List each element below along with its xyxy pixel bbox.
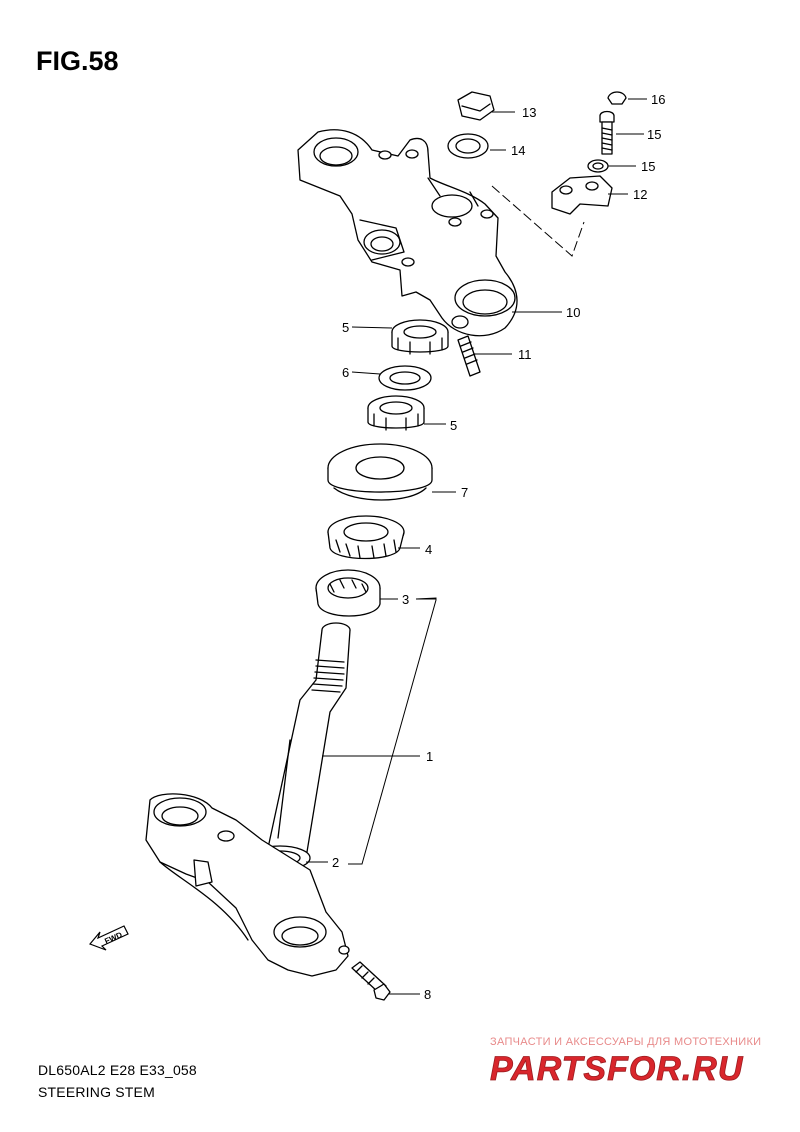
callout-11: 13 xyxy=(522,105,536,120)
bearing-part-4 xyxy=(327,515,405,560)
relation-dashed-line xyxy=(491,185,585,257)
upper-bracket-part-9 xyxy=(297,129,518,337)
bolt-part-8 xyxy=(351,961,391,1001)
cap-part-11 xyxy=(457,91,495,121)
callout-5-lower: 5 xyxy=(450,418,457,433)
bolt-part-10 xyxy=(457,335,481,377)
callout-5-upper: 5 xyxy=(342,320,349,335)
watermark-logo-text: PARTSFOR.RU xyxy=(490,1050,744,1088)
callout-7: 7 xyxy=(461,485,468,500)
holder-part-13 xyxy=(551,175,613,215)
nut-part-5-upper xyxy=(391,319,449,355)
callout-14: 15 xyxy=(647,127,661,142)
bolt-part-14 xyxy=(599,110,615,155)
callout-2: 2 xyxy=(332,855,339,870)
callout-13: 12 xyxy=(633,187,647,202)
figure-title: FIG.58 xyxy=(36,46,119,76)
callout-3: 3 xyxy=(402,592,409,607)
figure-caption: STEERING STEM xyxy=(38,1084,155,1100)
callout-12: 14 xyxy=(511,143,525,158)
dust-seal-part-7 xyxy=(327,443,433,501)
cap-part-16 xyxy=(607,91,627,105)
steering-stem-part-1 xyxy=(267,622,351,859)
callout-1: 1 xyxy=(426,749,433,764)
callout-4: 4 xyxy=(425,542,432,557)
callout-10: 11 xyxy=(518,347,532,362)
callout-15: 15 xyxy=(641,159,655,174)
leader-lines xyxy=(306,98,647,995)
callout-6: 6 xyxy=(342,365,349,380)
fwd-label: FWD xyxy=(103,930,124,946)
washer-part-15 xyxy=(587,159,609,173)
callout-9: 10 xyxy=(566,305,580,320)
washer-part-6 xyxy=(378,365,432,391)
fwd-arrow-icon: FWD xyxy=(88,925,129,951)
nut-part-5-lower xyxy=(367,395,425,431)
callout-16: 16 xyxy=(651,92,665,107)
callout-8: 8 xyxy=(424,987,431,1002)
watermark-tagline: ЗАПЧАСТИ И АКСЕССУАРЫ ДЛЯ МОТОТЕХНИКИ xyxy=(490,1036,762,1048)
washer-part-12 xyxy=(447,133,489,159)
bearing-part-3 xyxy=(315,569,381,617)
model-code: DL650AL2 E28 E33_058 xyxy=(38,1062,197,1078)
watermark-logo: PARTSFOR.RU xyxy=(490,1050,744,1088)
lower-bracket xyxy=(145,793,350,977)
